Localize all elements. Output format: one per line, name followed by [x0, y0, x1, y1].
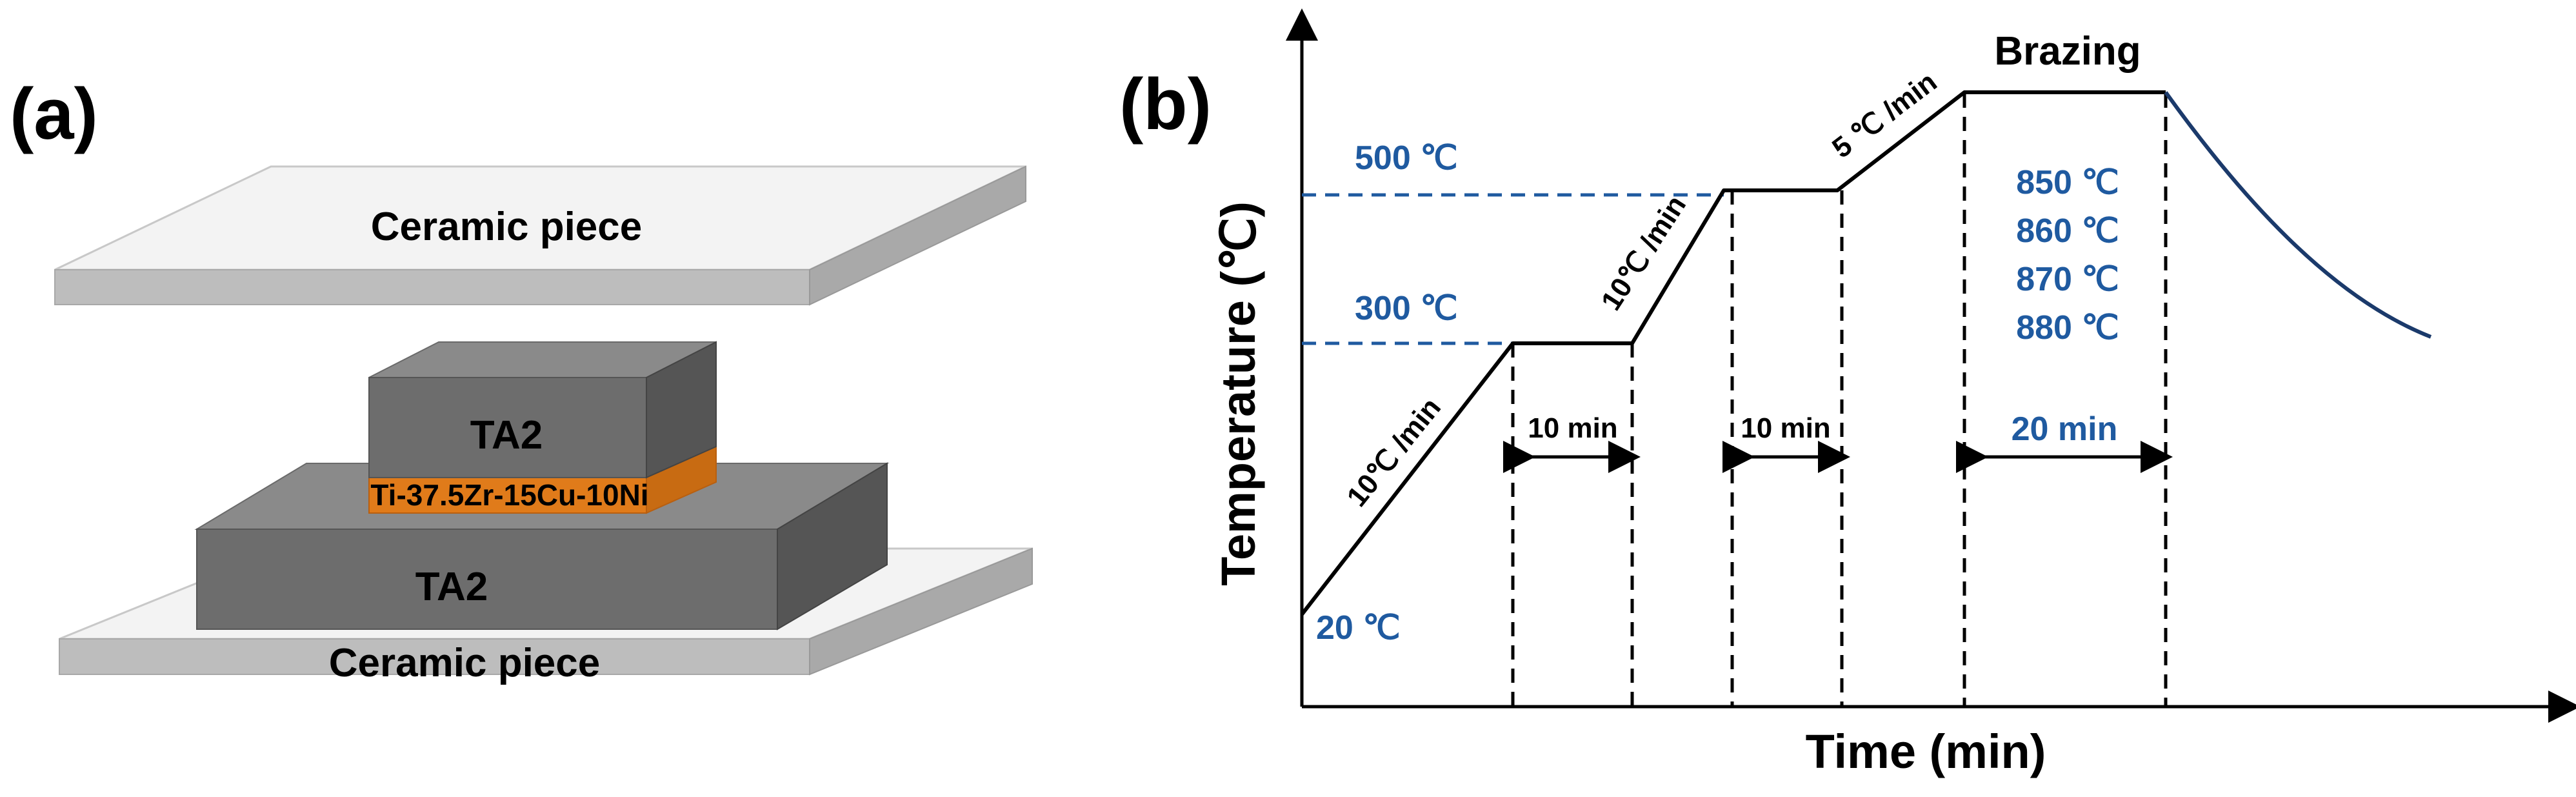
rate-ramp3: 5 ℃ /min: [1826, 66, 1942, 165]
top-ceramic-plate: Ceramic piece: [54, 165, 1026, 306]
label-500c: 500 ℃: [1355, 139, 1458, 177]
hold2-label: 10 min: [1741, 412, 1830, 444]
label-300c: 300 ℃: [1355, 290, 1458, 327]
top-plate-label: Ceramic piece: [371, 205, 642, 249]
upper-block-label: TA2: [470, 413, 543, 458]
brazing-temp-870: 870 ℃: [2016, 261, 2119, 298]
label-20c: 20 ℃: [1316, 609, 1401, 647]
cooling-curve: [2164, 91, 2432, 339]
panel-b: (b) Time (min) Temperature (℃) 20 ℃ 300 …: [1119, 8, 2576, 778]
panel-b-label: (b): [1119, 64, 1212, 145]
panel-a: (a) Ceramic piece TA2: [10, 74, 1033, 685]
hold3-label: 20 min: [2012, 410, 2118, 448]
panel-a-label: (a): [10, 74, 98, 154]
rate-ramp2: 10℃ /min: [1595, 190, 1693, 316]
lower-block-label: TA2: [415, 565, 488, 609]
brazing-temp-880: 880 ℃: [2016, 309, 2119, 347]
y-axis-title: Temperature (℃): [1212, 201, 1265, 586]
brazing-temp-850: 850 ℃: [2016, 164, 2119, 201]
temperature-profile: [1300, 90, 2166, 616]
brazing-temp-860: 860 ℃: [2016, 212, 2119, 250]
filler-layer-label: Ti-37.5Zr-15Cu-10Ni: [370, 478, 648, 512]
upper-ta2-block: TA2: [368, 341, 717, 479]
brazing-title: Brazing: [1994, 29, 2141, 74]
bottom-plate-label: Ceramic piece: [329, 641, 600, 685]
hold1-label: 10 min: [1528, 412, 1617, 444]
x-axis-title: Time (min): [1806, 725, 2046, 778]
